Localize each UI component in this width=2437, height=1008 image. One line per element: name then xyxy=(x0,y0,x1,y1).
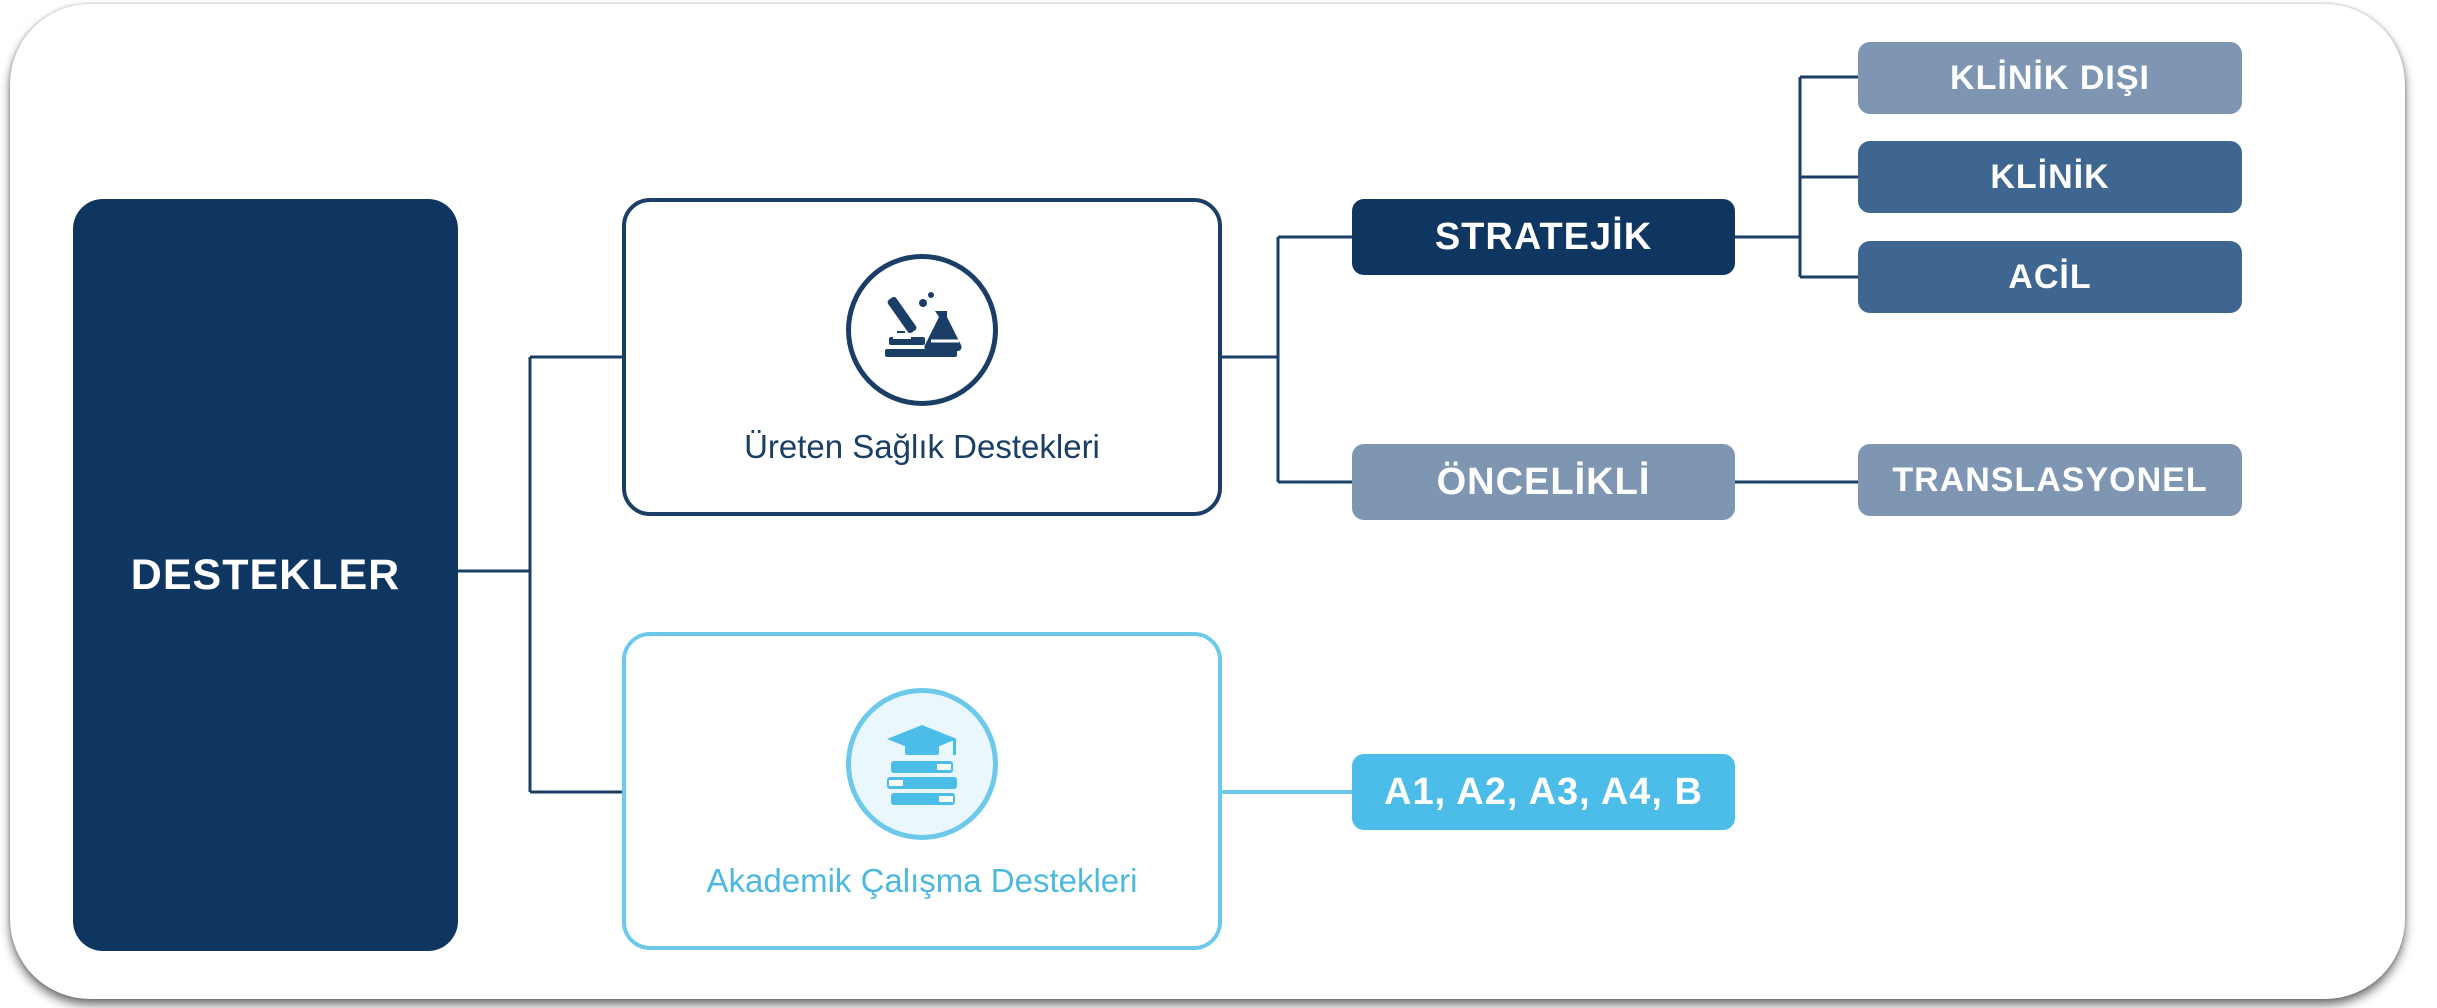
category-node-health: Üreten Sağlık Destekleri xyxy=(622,198,1222,516)
root-label: DESTEKLER xyxy=(130,550,401,599)
root-node: DESTEKLER xyxy=(73,199,458,951)
category-node-academic: Akademik Çalışma Destekleri xyxy=(622,632,1222,950)
graduation-cap-books-icon xyxy=(846,688,998,840)
node-akademik-codes: A1, A2, A3, A4, B xyxy=(1352,754,1735,830)
node-translasyonel: TRANSLASYONEL xyxy=(1858,444,2242,516)
category-label: Üreten Sağlık Destekleri xyxy=(744,428,1100,465)
node-label: TRANSLASYONEL xyxy=(1892,460,2208,499)
node-acil: ACİL xyxy=(1858,241,2242,313)
node-oncelikli: ÖNCELİKLİ xyxy=(1352,444,1735,520)
node-label: A1, A2, A3, A4, B xyxy=(1384,770,1703,813)
node-label: ACİL xyxy=(2008,257,2092,296)
node-label: ÖNCELİKLİ xyxy=(1436,460,1651,503)
microscope-flask-icon xyxy=(846,254,998,406)
node-label: STRATEJİK xyxy=(1434,215,1653,258)
node-stratejik: STRATEJİK xyxy=(1352,199,1735,275)
node-label: KLİNİK xyxy=(1990,157,2110,196)
category-label: Akademik Çalışma Destekleri xyxy=(706,862,1138,899)
node-klinik: KLİNİK xyxy=(1858,141,2242,213)
node-label: KLİNİK DIŞI xyxy=(1950,58,2150,97)
node-klinik-disi: KLİNİK DIŞI xyxy=(1858,42,2242,114)
